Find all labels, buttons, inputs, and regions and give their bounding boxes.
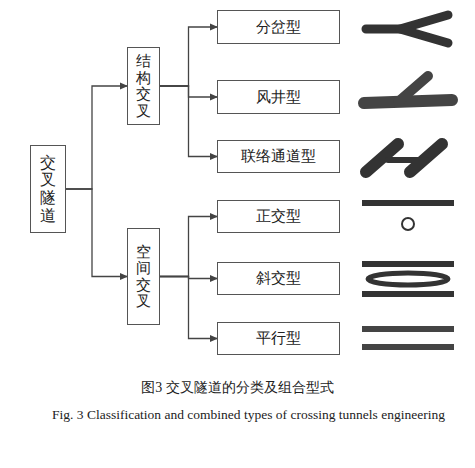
node-label: 平行型 [256, 329, 301, 348]
connector-arrow [160, 277, 217, 339]
oblique-crossing-icon [362, 261, 454, 297]
shaft-tunnel-icon [364, 76, 452, 103]
orthogonal-crossing-icon [362, 200, 454, 230]
branch-tunnel-icon [366, 15, 448, 43]
connector-arrow [66, 86, 127, 189]
node-label: 空间交叉 [136, 244, 151, 310]
connector-arrow [160, 86, 217, 157]
node-label: 正交型 [256, 207, 301, 226]
node-label: 交叉隧道 [40, 154, 56, 224]
type-box: 平行型 [217, 322, 340, 355]
type-box: 联络通道型 [217, 140, 340, 173]
root-box: 交叉隧道 [30, 145, 66, 233]
connector-arrow [160, 27, 217, 86]
type-box: 风井型 [217, 80, 340, 114]
connector-arrow [160, 217, 217, 277]
node-label: 风井型 [256, 88, 301, 107]
node-label: 斜交型 [256, 269, 301, 288]
type-box: 正交型 [217, 200, 340, 233]
parallel-tunnel-icon [362, 326, 454, 350]
connecting-passage-icon [366, 144, 442, 172]
category-box: 结构交叉 [127, 47, 160, 125]
type-box: 斜交型 [217, 262, 340, 295]
category-box: 空间交叉 [127, 228, 160, 325]
node-label: 联络通道型 [241, 147, 316, 166]
figure-caption: 图3 交叉隧道的分类及组合型式 [0, 379, 475, 397]
node-label: 分岔型 [256, 18, 301, 37]
type-box: 分岔型 [217, 10, 340, 44]
connector-arrow [66, 189, 127, 277]
node-label: 结构交叉 [136, 53, 151, 119]
english-caption: Fig. 3 Classification and combined types… [52, 405, 467, 425]
